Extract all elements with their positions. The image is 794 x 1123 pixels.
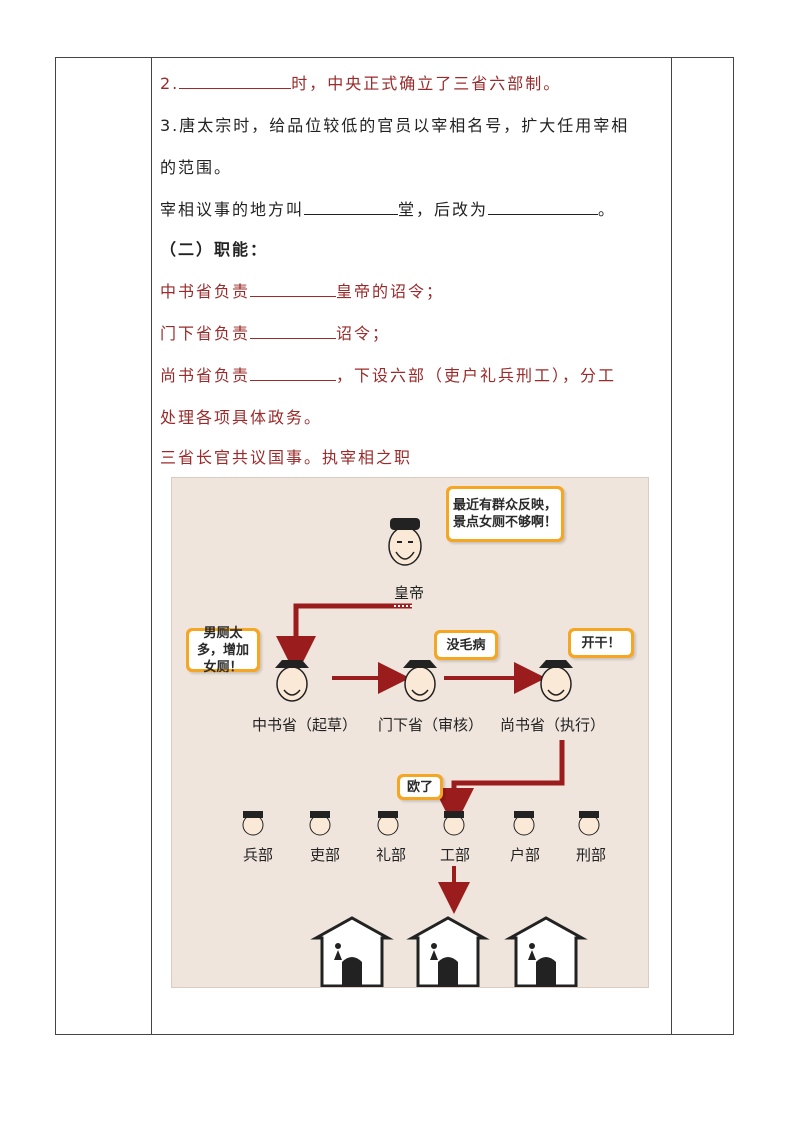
shangshu-face-icon (539, 660, 573, 702)
line-8: 尚书省负责 ，下设六部（吏户礼兵刑工），分工 (160, 362, 616, 386)
zhongshu-label: 中书省（起草） (252, 716, 358, 734)
line-4: 宰相议事的地方叫 堂，后改为 。 (160, 196, 616, 220)
blank-3 (488, 199, 599, 215)
line-8-a: 尚书省负责 (160, 366, 251, 385)
line-6-b: 皇帝的诏令； (336, 282, 445, 301)
line-4-c: 。 (598, 200, 617, 219)
diagram-arrows (242, 518, 600, 987)
menxia-label: 门下省（审核） (378, 716, 484, 734)
line-1-suffix: 时，中央正式确立了三省六部制。 (291, 74, 562, 93)
line-7-a: 门下省负责 (160, 324, 251, 343)
ministry-li-personnel: 吏部 (310, 846, 341, 864)
line-1: 2. 时，中央正式确立了三省六部制。 (160, 70, 561, 94)
table-frame (55, 57, 734, 1035)
line-2: 3.唐太宗时，给品位较低的官员以宰相名号，扩大任用宰相 (160, 116, 630, 135)
blank-6 (250, 365, 337, 381)
section-heading: （二）职能： (160, 240, 269, 259)
table-divider-left (151, 57, 152, 1035)
line-6: 中书省负责 皇帝的诏令； (160, 278, 444, 302)
line-3: 的范围。 (160, 158, 233, 177)
arrow-emperor-zhongshu (276, 603, 412, 676)
line-4-a: 宰相议事的地方叫 (160, 200, 305, 219)
shangshu-label: 尚书省（执行） (500, 716, 606, 734)
ministry-li-rites: 礼部 (376, 846, 407, 864)
emperor-face-icon (388, 518, 422, 566)
blank-5 (250, 323, 337, 339)
ministry-xing: 刑部 (576, 846, 607, 864)
line-7: 门下省负责 诏令； (160, 320, 390, 344)
line-9: 处理各项具体政务。 (160, 408, 323, 427)
emperor-label: 皇帝 (394, 584, 425, 602)
gongbu-speech-bubble: 欧了 (397, 774, 443, 800)
line-10: 三省长官共议国事。执宰相之职 (160, 448, 413, 467)
line-4-b: 堂，后改为 (398, 200, 489, 219)
blank-2 (304, 199, 399, 215)
ministry-hu: 户部 (510, 846, 541, 864)
toilet-icons (310, 916, 588, 987)
ministry-bing: 兵部 (243, 846, 274, 864)
line-6-a: 中书省负责 (160, 282, 251, 301)
line-1-prefix: 2. (160, 74, 180, 93)
line-7-b: 诏令； (336, 324, 391, 343)
three-departments-diagram: 最近有群众反映，景点女厕不够啊！ 男厕太多，增加女厕！ 没毛病 开干！ 欧了 皇… (171, 477, 649, 988)
ministry-gong: 工部 (440, 846, 471, 864)
zhongshu-face-icon (275, 660, 309, 702)
emperor-speech-bubble: 最近有群众反映，景点女厕不够啊！ (446, 486, 564, 542)
menxia-speech-bubble: 没毛病 (434, 630, 498, 660)
blank-1 (179, 73, 292, 89)
table-divider-right (671, 57, 672, 1035)
menxia-face-icon (403, 660, 437, 702)
ministry-face-icons (242, 811, 600, 836)
zhongshu-speech-bubble: 男厕太多，增加女厕！ (186, 626, 260, 675)
arrow-shangshu-gongbu (434, 740, 565, 828)
blank-4 (250, 281, 337, 297)
shangshu-speech-bubble: 开干！ (568, 628, 634, 658)
line-8-b: ，下设六部（吏户礼兵刑工），分工 (336, 366, 617, 385)
